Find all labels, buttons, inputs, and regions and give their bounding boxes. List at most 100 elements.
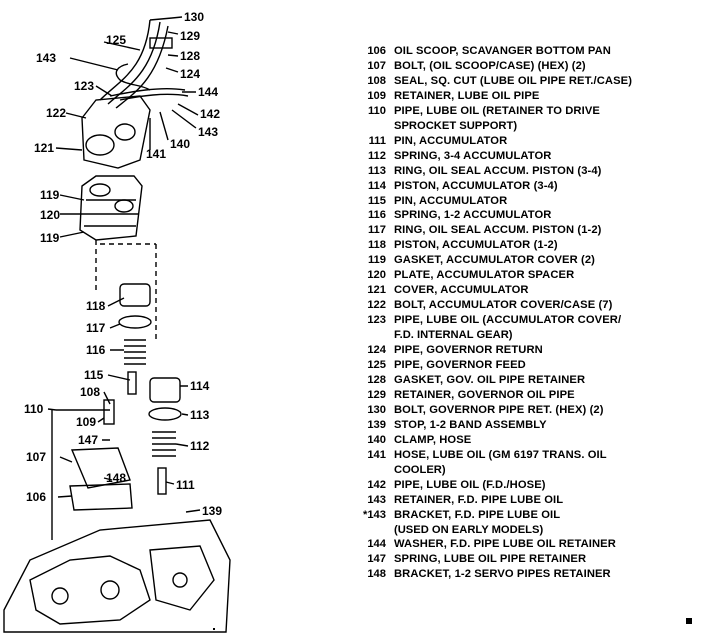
seal-ring-1-2 — [118, 315, 152, 329]
part-description: SPRING, LUBE OIL PIPE RETAINER — [394, 553, 587, 566]
part-description-continued: (USED ON EARLY MODELS) — [394, 523, 544, 536]
callout-label: 147 — [78, 433, 98, 447]
callout-label: 106 — [26, 490, 46, 504]
callout-label: 111 — [176, 478, 195, 492]
pipe-retainer — [149, 37, 173, 49]
callout-label: 109 — [76, 415, 96, 429]
part-number: 107 — [367, 59, 386, 72]
part-description: BOLT, ACCUMULATOR COVER/CASE (7) — [394, 299, 613, 312]
part-description: PIN, ACCUMULATOR — [394, 134, 508, 147]
piston-1-2 — [119, 283, 151, 307]
part-number: 141 — [367, 448, 386, 461]
callout-label: 107 — [26, 450, 46, 464]
lube-pipe-line — [119, 93, 189, 101]
callout-label: 129 — [180, 29, 200, 43]
legend-row: 141 HOSE, LUBE OIL (GM 6197 TRANS. OIL — [340, 448, 700, 463]
part-description: PIPE, GOVERNOR FEED — [394, 359, 526, 372]
part-description-continued: F.D. INTERNAL GEAR) — [394, 329, 513, 342]
accumulator-cover-bore — [85, 134, 115, 156]
callout-label: 120 — [40, 208, 60, 222]
part-number: 111 — [368, 134, 386, 147]
part-description: BOLT, GOVERNOR PIPE RET. (HEX) (2) — [394, 403, 604, 416]
part-description: SPRING, 1-2 ACCUMULATOR — [394, 209, 552, 222]
callout-label: 140 — [170, 137, 190, 151]
callout-label: 148 — [106, 471, 126, 485]
case-casting-detail — [29, 555, 151, 625]
part-description: BRACKET, F.D. PIPE LUBE OIL — [394, 508, 561, 521]
part-description: OIL SCOOP, SCAVANGER BOTTOM PAN — [394, 45, 611, 57]
part-description: STOP, 1-2 BAND ASSEMBLY — [394, 418, 547, 431]
part-number: 117 — [367, 224, 386, 237]
callout-label: 116 — [86, 343, 106, 357]
callout-label: 119 — [40, 188, 60, 202]
callout-label: 117 — [86, 321, 106, 335]
callout-label: 142 — [200, 107, 220, 121]
part-description: COVER, ACCUMULATOR — [394, 284, 529, 297]
part-description: HOSE, LUBE OIL (GM 6197 TRANS. OIL — [394, 448, 607, 461]
part-description: RING, OIL SEAL ACCUM. PISTON (1-2) — [394, 224, 602, 237]
end-of-list-mark — [686, 618, 692, 624]
part-number: 143 — [367, 493, 386, 506]
part-number: 118 — [367, 239, 386, 252]
spring-3-4 — [152, 431, 176, 457]
part-number: 125 — [367, 359, 386, 372]
part-number: 110 — [367, 104, 386, 117]
case-bore — [100, 580, 120, 600]
accumulator-cover-shape — [81, 95, 151, 169]
part-number: 124 — [367, 344, 386, 357]
callout-label: 141 — [146, 147, 166, 161]
part-description: PISTON, ACCUMULATOR (1-2) — [394, 239, 558, 252]
callout-label: 124 — [180, 67, 200, 81]
legend-row: 139 STOP, 1-2 BAND ASSEMBLY — [340, 418, 700, 433]
part-description: GASKET, GOV. OIL PIPE RETAINER — [394, 373, 586, 386]
callout-label: 122 — [46, 106, 66, 120]
leader-lines — [47, 16, 201, 513]
plate-bore — [114, 199, 134, 213]
part-number: 119 — [367, 254, 386, 267]
legend-row: 118 PISTON, ACCUMULATOR (1-2) — [340, 238, 700, 253]
alignment-guide — [95, 240, 157, 340]
part-description: PIPE, LUBE OIL (RETAINER TO DRIVE — [394, 104, 600, 117]
governor-pipe-line — [115, 25, 169, 109]
plate-bore — [89, 183, 111, 197]
part-description: RETAINER, LUBE OIL PIPE — [394, 89, 540, 102]
part-description: PISTON, ACCUMULATOR (3-4) — [394, 179, 558, 192]
case-bore — [51, 587, 69, 605]
transmission-case-outline — [3, 519, 231, 633]
part-number: 120 — [367, 269, 386, 282]
accumulator-cover-bore — [114, 123, 136, 141]
callout-label: 112 — [190, 439, 210, 453]
lube-pipe-line — [109, 87, 186, 97]
callout-label: 121 — [34, 141, 54, 155]
callout-label: 110 — [24, 402, 44, 416]
part-number: 112 — [367, 149, 386, 162]
scan-dot — [213, 628, 215, 630]
seal-ring-3-4 — [148, 407, 182, 421]
legend-row: 117 RING, OIL SEAL ACCUM. PISTON (1-2) — [340, 223, 700, 238]
part-description: RETAINER, GOVERNOR OIL PIPE — [394, 388, 575, 401]
part-number: 148 — [367, 568, 386, 581]
part-description: SEAL, SQ. CUT (LUBE OIL PIPE RET./CASE) — [394, 74, 633, 87]
part-number: 139 — [367, 418, 386, 431]
callout-labels: 130 129 125 128 143 124 123 144 122 142 … — [24, 10, 222, 518]
lube-pipe-line — [115, 63, 151, 91]
callout-label: 114 — [190, 379, 210, 393]
part-description: CLAMP, HOSE — [394, 433, 472, 446]
pin-3-4 — [157, 467, 167, 495]
callout-label: 119 — [40, 231, 60, 245]
